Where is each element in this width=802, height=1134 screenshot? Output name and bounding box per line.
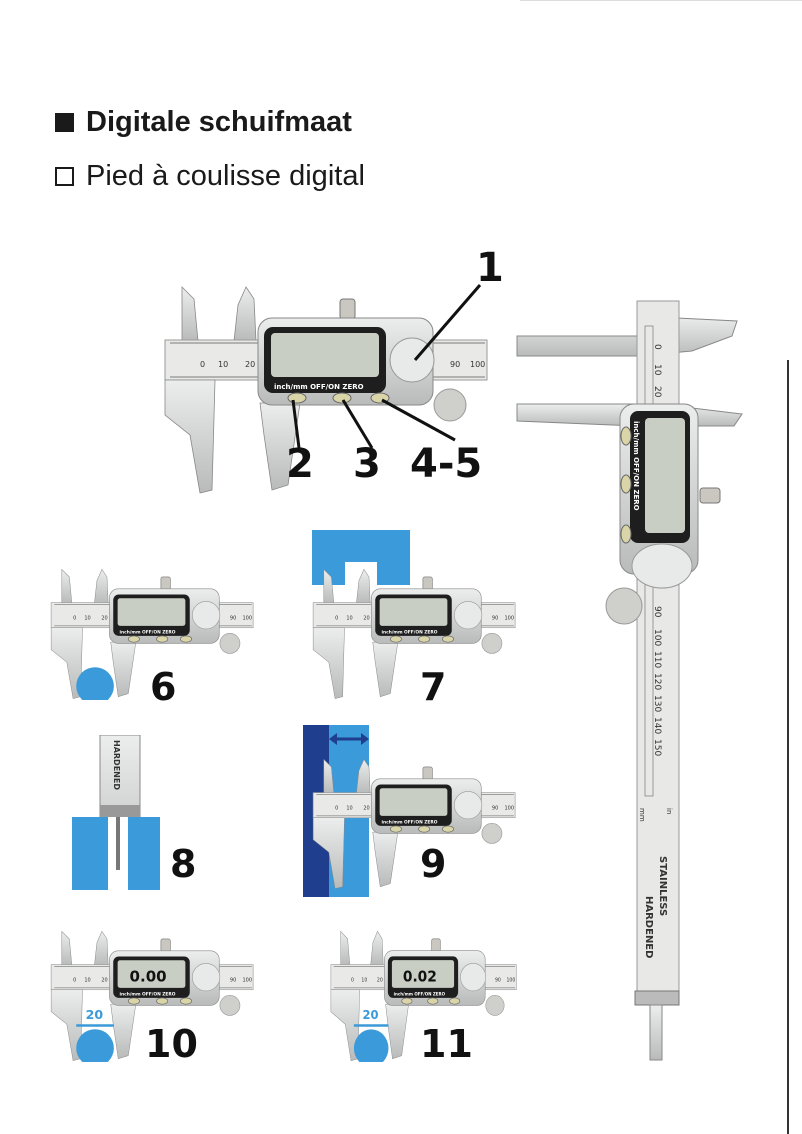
dimension-label: 20 <box>86 1007 104 1022</box>
step-7-block <box>312 530 410 585</box>
dimension-label: 20 <box>363 1008 379 1023</box>
step-9-image <box>310 758 517 890</box>
callout-2: 2 <box>286 441 314 487</box>
display-reading: 0.00 <box>130 968 167 986</box>
step-8-image: HARDENED <box>72 735 160 890</box>
callout-11: 11 <box>420 1022 473 1066</box>
empty-square-icon <box>55 167 74 186</box>
svg-text:90: 90 <box>652 606 662 618</box>
callout-9: 9 <box>420 842 447 886</box>
callout-lines <box>291 284 482 449</box>
svg-text:10: 10 <box>652 364 662 376</box>
callout-10: 10 <box>145 1022 198 1066</box>
callout-3: 3 <box>353 441 381 487</box>
svg-text:STAINLESS: STAINLESS <box>657 856 668 916</box>
svg-text:130: 130 <box>652 695 662 712</box>
svg-text:inch/mm OFF/ON ZERO: inch/mm OFF/ON ZERO <box>632 421 640 511</box>
svg-text:140: 140 <box>652 717 662 734</box>
page-edge-line <box>787 360 789 1134</box>
svg-text:110: 110 <box>652 651 662 668</box>
heading-french-text: Pied à coulisse digital <box>86 160 365 192</box>
svg-text:0: 0 <box>652 344 662 350</box>
scan-edge-line <box>520 0 802 1</box>
heading-french: Pied à coulisse digital <box>55 160 365 193</box>
filled-square-icon <box>55 113 74 132</box>
display-reading: 0.02 <box>403 969 437 986</box>
callout-4-5: 4-5 <box>410 441 483 487</box>
callout-8: 8 <box>170 842 197 886</box>
step-6-image <box>48 568 255 700</box>
callout-6: 6 <box>150 665 177 709</box>
step-10-image: 0.00 20 <box>48 930 255 1062</box>
svg-text:150: 150 <box>652 739 662 756</box>
step-11-image: 0.02 20 <box>328 930 518 1062</box>
svg-text:HARDENED: HARDENED <box>643 896 654 958</box>
step-7-image <box>310 568 517 700</box>
caliper-vertical-image: 0 10 20 90 100 110 120 130 140 150 mm in… <box>516 300 743 1061</box>
svg-text:120: 120 <box>652 673 662 690</box>
callout-1: 1 <box>476 245 504 291</box>
svg-text:in: in <box>665 808 673 814</box>
heading-dutch-text: Digitale schuifmaat <box>86 106 352 138</box>
svg-text:20: 20 <box>652 386 662 398</box>
svg-text:HARDENED: HARDENED <box>112 740 121 790</box>
heading-dutch: Digitale schuifmaat <box>55 106 352 139</box>
callout-7: 7 <box>420 665 447 709</box>
svg-text:100: 100 <box>652 629 662 646</box>
svg-text:mm: mm <box>638 808 646 822</box>
